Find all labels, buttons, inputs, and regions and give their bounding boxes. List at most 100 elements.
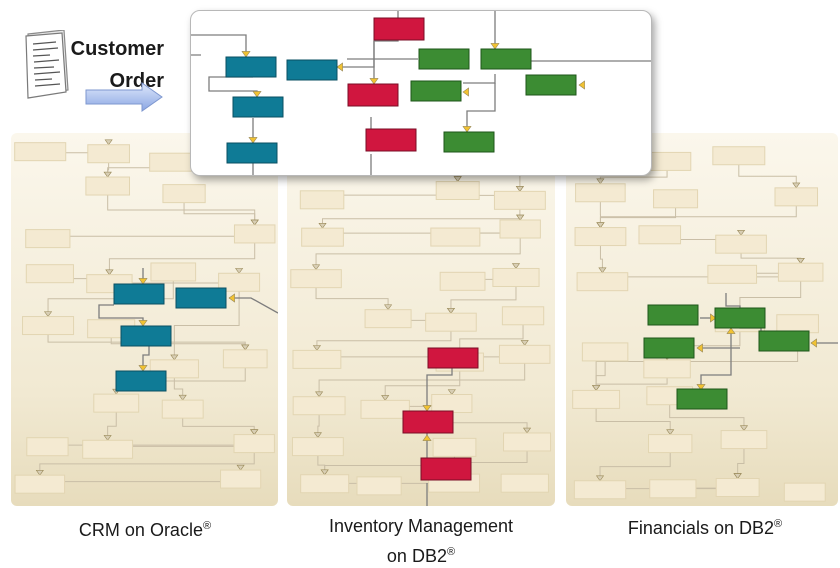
zoom-arrow-head [337, 63, 343, 71]
faded-process-box [234, 435, 274, 453]
faded-arrow-head [236, 268, 243, 273]
faded-process-box [302, 228, 344, 246]
faded-process-box [650, 480, 696, 498]
faded-arrow-head [597, 476, 604, 481]
faded-connector [317, 345, 525, 368]
faded-process-box [582, 343, 627, 361]
faded-arrow-head [593, 385, 600, 390]
faded-process-box [721, 431, 767, 449]
faded-connector [600, 208, 675, 228]
faded-arrow-head [171, 355, 178, 360]
faded-connector [40, 470, 241, 493]
faded-process-box [649, 435, 692, 453]
zoom-financials-box [419, 49, 469, 69]
faded-process-box [639, 226, 681, 244]
faded-process-box [301, 475, 349, 493]
financials-registered-mark: ® [774, 518, 782, 530]
zoom-arrow-head [579, 81, 585, 89]
crm-process-box [114, 284, 164, 304]
faded-process-box [431, 228, 480, 246]
crm-panel [11, 133, 278, 506]
inventory-process-box [421, 458, 471, 480]
faded-process-box [163, 185, 205, 203]
zoom-crm-box [227, 143, 277, 163]
faded-process-box [493, 268, 539, 286]
crm-diagram [11, 133, 278, 506]
faded-process-box [778, 263, 823, 281]
inventory-diagram [287, 133, 555, 506]
faded-process-box [162, 400, 203, 418]
financials-process-box [759, 331, 809, 351]
faded-arrow-head [734, 474, 741, 479]
faded-process-box [504, 433, 551, 451]
faded-arrow-head [448, 390, 455, 395]
inventory-process-box [403, 411, 453, 433]
faded-process-box [576, 184, 626, 202]
faded-arrow-head [36, 470, 43, 475]
faded-process-box [300, 191, 344, 209]
faded-process-box [708, 265, 757, 283]
faded-process-box [94, 394, 139, 412]
faded-process-box [501, 474, 548, 492]
faded-arrow-head [242, 345, 249, 350]
faded-arrow-head [597, 223, 604, 228]
faded-process-box [150, 153, 193, 171]
faded-process-box [433, 438, 476, 456]
faded-process-box [223, 350, 267, 368]
faded-connector [600, 453, 670, 481]
faded-process-box [83, 440, 133, 458]
faded-process-box [88, 145, 130, 163]
faded-process-box [577, 273, 628, 291]
faded-arrow-head [599, 268, 606, 273]
faded-arrow-head [524, 428, 531, 433]
crm-process-box [116, 371, 166, 391]
faded-arrow-head [251, 430, 258, 435]
faded-connector [183, 418, 255, 434]
integrated-process-diagram [191, 11, 651, 175]
financials-process-box [677, 389, 727, 409]
financials-caption: Financials on DB2® [600, 513, 810, 540]
faded-arrow-head [319, 223, 326, 228]
inventory-arrow-head [423, 405, 431, 411]
faded-connector [319, 363, 525, 396]
financials-arrow-head [811, 339, 817, 347]
faded-process-box [27, 438, 68, 456]
faded-arrow-head [521, 340, 528, 345]
faded-process-box [575, 228, 626, 246]
faded-process-box [440, 272, 485, 290]
zoom-financials-box [444, 132, 494, 152]
faded-connector [47, 435, 254, 456]
faded-process-box [436, 181, 479, 199]
order-line-1: Customer [70, 36, 164, 62]
financials-panel [566, 133, 838, 506]
faded-process-box [716, 479, 759, 497]
crm-arrow-head [229, 294, 235, 302]
faded-process-box [502, 307, 543, 325]
faded-connector [323, 209, 520, 228]
faded-arrow-head [106, 270, 113, 275]
faded-process-box [26, 265, 73, 283]
faded-process-box [654, 190, 698, 208]
faded-arrow-head [314, 433, 321, 438]
faded-connector [48, 225, 255, 248]
faded-process-box [775, 188, 818, 206]
inventory-arrow-head [423, 435, 431, 441]
crm-caption: CRM on Oracle® [40, 515, 250, 542]
zoom-financials-box [526, 75, 576, 95]
faded-arrow-head [45, 312, 52, 317]
faded-arrow-head [251, 220, 258, 225]
faded-process-box [357, 477, 401, 495]
faded-connector [741, 253, 801, 263]
integrated-process-view [190, 10, 652, 176]
document-icon [20, 30, 72, 100]
zoom-arrow-head [249, 137, 257, 143]
faded-arrow-head [517, 215, 524, 220]
faded-process-box [293, 397, 345, 415]
faded-connector [316, 288, 388, 310]
zoom-connector [209, 77, 257, 97]
faded-process-box [777, 315, 819, 333]
faded-process-box [365, 310, 411, 328]
faded-arrow-head [316, 392, 323, 397]
zoom-arrow-head [463, 88, 469, 96]
faded-arrow-head [321, 470, 328, 475]
